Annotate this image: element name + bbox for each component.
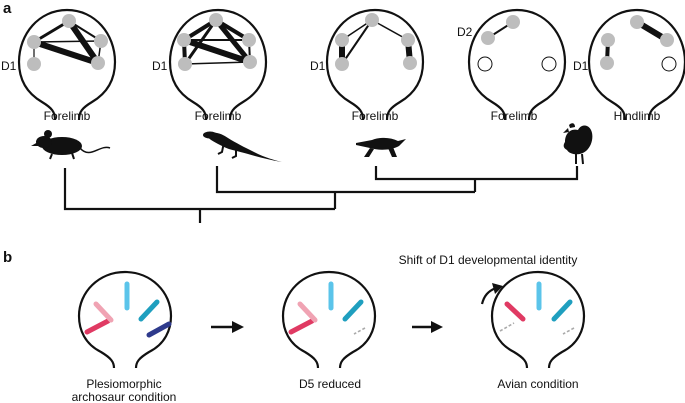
digit-d4: [138, 299, 160, 322]
hand-caption: Forelimb: [195, 109, 242, 123]
mouse-silhouette: [31, 130, 111, 160]
lizard-silhouette: [203, 131, 282, 162]
panel-letter-a: a: [3, 0, 12, 17]
arrow-icon: [211, 321, 244, 333]
hand-diagram-chicken-hindlimb: [587, 8, 685, 122]
stage-caption: Avian condition: [497, 377, 578, 391]
digits: [504, 281, 573, 322]
hand-stage-plesiomorphic: [77, 270, 173, 370]
digit-label-d1: D1: [1, 59, 17, 73]
digit-nodes: [600, 15, 674, 70]
digit-d2: [297, 301, 318, 323]
phylogeny-tree: [63, 166, 579, 223]
digit-label-d1: D1: [152, 59, 168, 73]
connections: [339, 19, 413, 67]
digit-d1: [84, 318, 111, 335]
panel-letter-b: b: [3, 249, 12, 266]
hand-caption: Forelimb: [491, 109, 538, 123]
hand-caption: Forelimb: [352, 109, 399, 123]
digit-d5: [146, 321, 172, 338]
digit-label-d1: D1: [573, 59, 589, 73]
hand-diagram-crocodile: [325, 8, 425, 122]
digit-d5-reduced: [562, 327, 575, 335]
chicken-silhouette: [563, 123, 593, 165]
digit-d4: [551, 299, 573, 322]
digit-nodes: [481, 15, 520, 45]
digit-nodes: [177, 13, 257, 71]
hand-stage-avian: [490, 270, 586, 370]
digit-label-d1: D1: [310, 59, 326, 73]
empty-digit-node: [661, 56, 677, 72]
digit-d4: [342, 299, 364, 322]
digit-d1: [288, 318, 315, 335]
hand-stage-d5-reduced: [281, 270, 377, 370]
hand-caption: Hindlimb: [614, 109, 661, 123]
digit-d1-reduced: [499, 322, 515, 332]
stage-caption: D5 reduced: [299, 377, 361, 391]
digits: [84, 281, 172, 338]
hand-diagram-lizard: [168, 8, 268, 122]
digits: [288, 281, 364, 335]
stage-caption-line1: Plesiomorphic: [86, 377, 161, 391]
digit-label-d2: D2: [457, 25, 473, 39]
digit-d2: [504, 301, 526, 322]
hand-caption: Forelimb: [44, 109, 91, 123]
stage-caption-line2: archosaur condition: [72, 390, 177, 403]
digit-nodes: [335, 13, 417, 71]
empty-digit-nodes: [477, 56, 557, 72]
digit-nodes: [27, 14, 108, 71]
digit-d5-reduced: [353, 327, 366, 335]
digit-d2: [93, 301, 114, 323]
crocodile-silhouette: [356, 137, 406, 157]
shift-annotation: Shift of D1 developmental identity: [399, 253, 578, 267]
hand-diagram-chicken-forelimb: [467, 8, 567, 122]
arrow-icon: [412, 321, 443, 333]
curved-arrow-icon: [480, 283, 503, 305]
hand-diagram-mouse: [17, 8, 117, 122]
